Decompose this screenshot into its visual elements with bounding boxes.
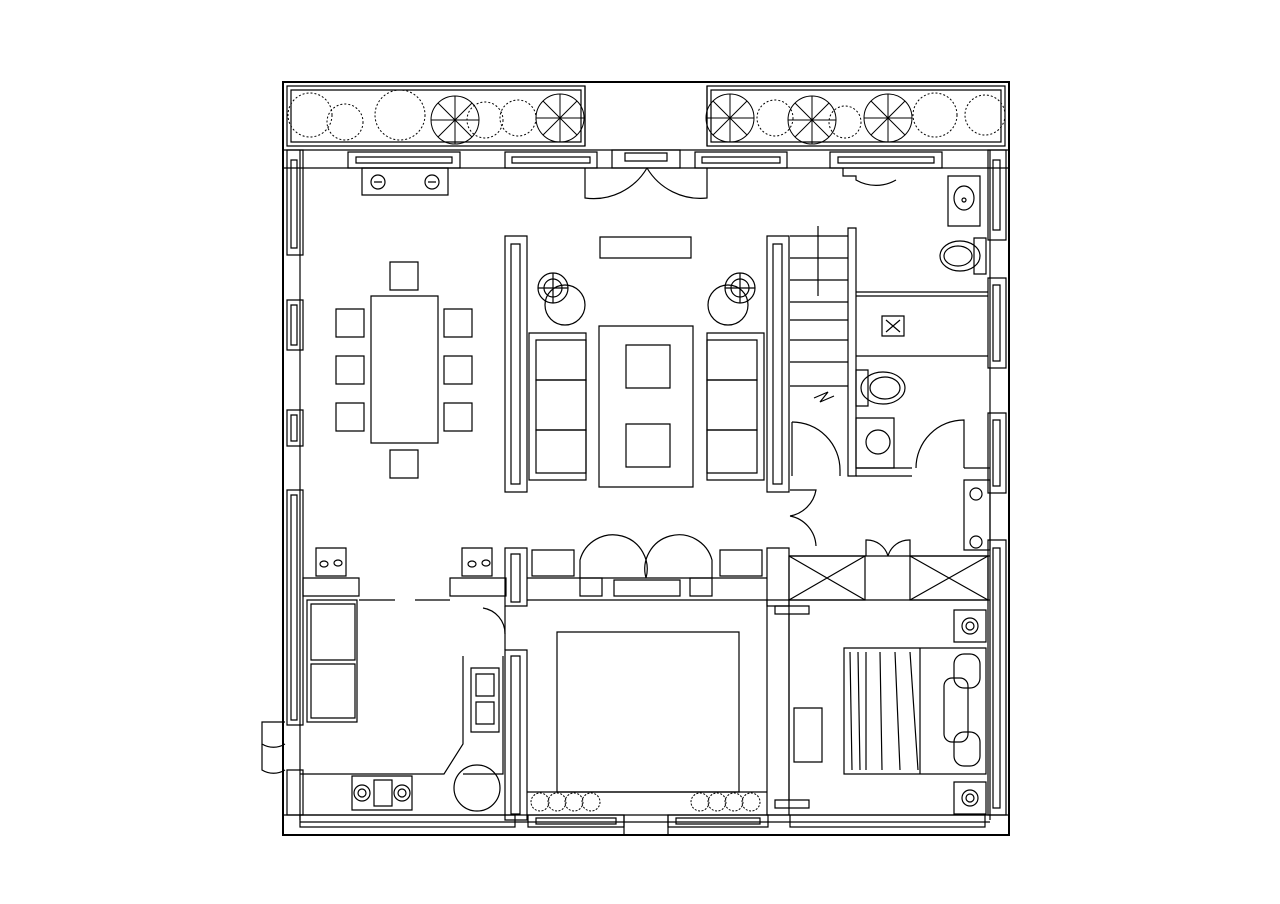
lamp-icon — [964, 480, 990, 550]
toilet-icon — [856, 370, 905, 406]
interior-wall-mid — [505, 535, 990, 606]
windows-top — [348, 150, 942, 168]
rug — [599, 326, 693, 487]
dining-table — [371, 296, 438, 443]
bed-icon — [557, 632, 739, 792]
windows-left — [287, 150, 303, 815]
kitchen — [300, 548, 506, 811]
sink-icon — [856, 418, 894, 468]
lamp-icon — [538, 273, 755, 325]
ottoman — [626, 345, 670, 388]
shrub-icon — [531, 793, 760, 811]
bedroom-right — [775, 606, 986, 814]
desk — [794, 708, 822, 762]
bathroom-upper — [856, 176, 988, 356]
shrub-icon — [288, 90, 1005, 140]
floor-drain — [882, 316, 904, 336]
windows-right — [988, 150, 1006, 815]
bed-icon — [844, 648, 986, 774]
bedroom-center — [505, 600, 789, 820]
dining-area — [371, 296, 438, 443]
chair-icon — [336, 262, 472, 478]
wardrobe — [910, 556, 988, 600]
garden-planter-right — [707, 86, 1005, 146]
wardrobe — [789, 556, 865, 600]
tv-console — [600, 237, 691, 258]
stove-icon — [352, 776, 412, 810]
entry-gap-top — [585, 86, 707, 146]
living-room — [505, 236, 789, 492]
windows-bottom — [300, 815, 985, 835]
door-swing-icon — [585, 168, 707, 199]
ottoman — [626, 424, 670, 467]
door-swing-icon — [262, 722, 285, 773]
sink-icon — [948, 176, 980, 226]
tv-unit — [362, 168, 448, 195]
bathroom-lower — [856, 370, 990, 476]
door-swing-icon — [790, 422, 910, 556]
sofa-icon — [529, 333, 764, 480]
toilet-icon — [940, 238, 986, 274]
staircase — [790, 168, 896, 476]
sink-icon — [471, 668, 499, 732]
tree-icon — [431, 94, 912, 144]
